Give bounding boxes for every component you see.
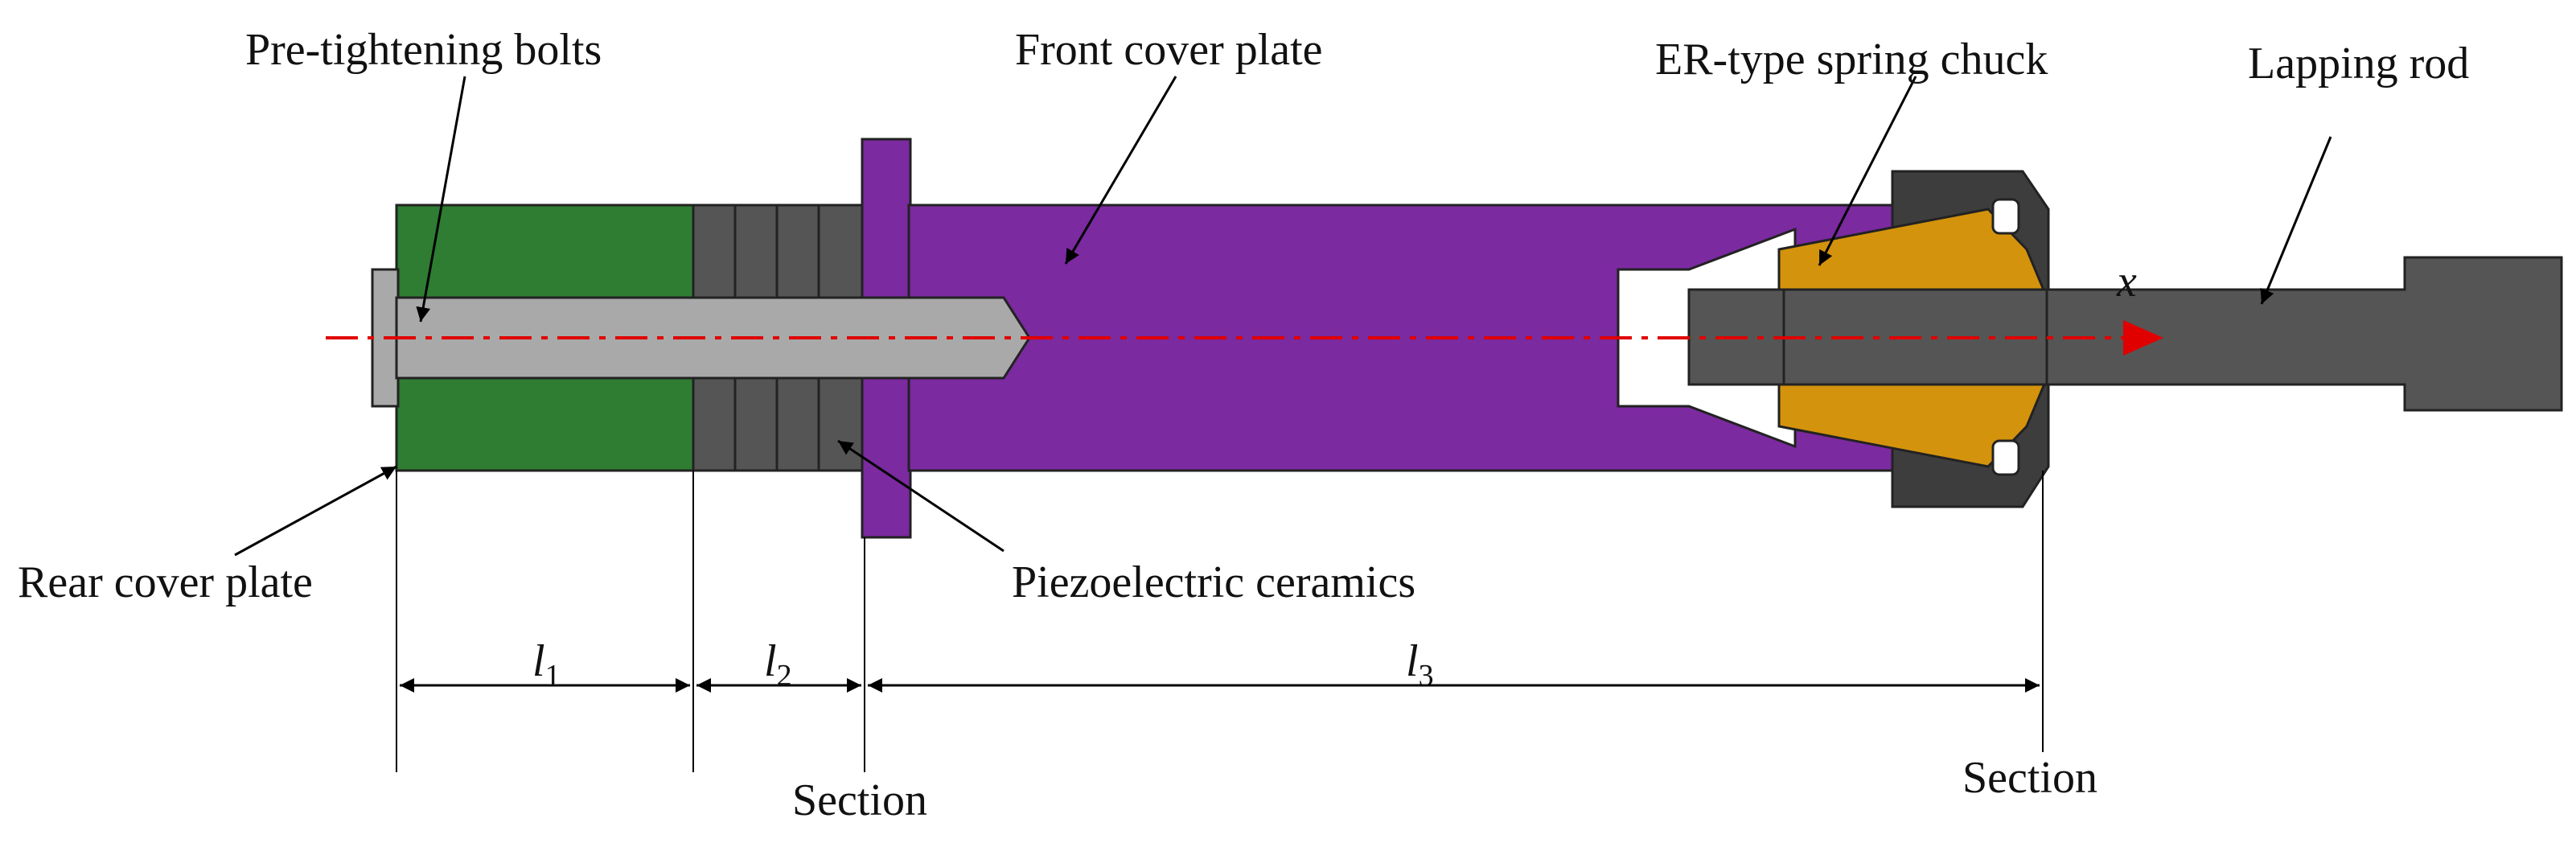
chuck-slot-top	[1991, 198, 2020, 235]
leader-bolts	[416, 76, 466, 323]
label-section-right: Section	[1962, 753, 2097, 803]
pre-tightening-bolt	[371, 268, 1031, 408]
label-lapping-rod: Lapping rod	[2248, 39, 2469, 88]
label-rear-cover-plate: Rear cover plate	[18, 557, 313, 607]
label-front-cover-plate: Front cover plate	[1015, 25, 1323, 75]
leader-front-cover	[1064, 76, 1177, 265]
label-er-spring-chuck: ER-type spring chuck	[1655, 35, 2048, 84]
dim-label-l2: l2	[764, 636, 792, 693]
label-piezoelectric-ceramics: Piezoelectric ceramics	[1012, 557, 1415, 607]
leader-rod	[2260, 136, 2332, 305]
leader-rear-cover	[234, 465, 397, 557]
axis-label: x	[2116, 257, 2137, 306]
dim-label-l1: l1	[532, 636, 561, 693]
leader-ceramics	[837, 439, 1005, 553]
label-section-left: Section	[792, 775, 927, 825]
leader-chuck	[1818, 76, 1917, 266]
label-pre-tightening-bolts: Pre-tightening bolts	[245, 25, 602, 75]
axis-arrowhead	[2123, 320, 2163, 356]
chuck-slot-bottom	[1991, 439, 2020, 476]
dim-label-l3: l3	[1406, 636, 1434, 693]
